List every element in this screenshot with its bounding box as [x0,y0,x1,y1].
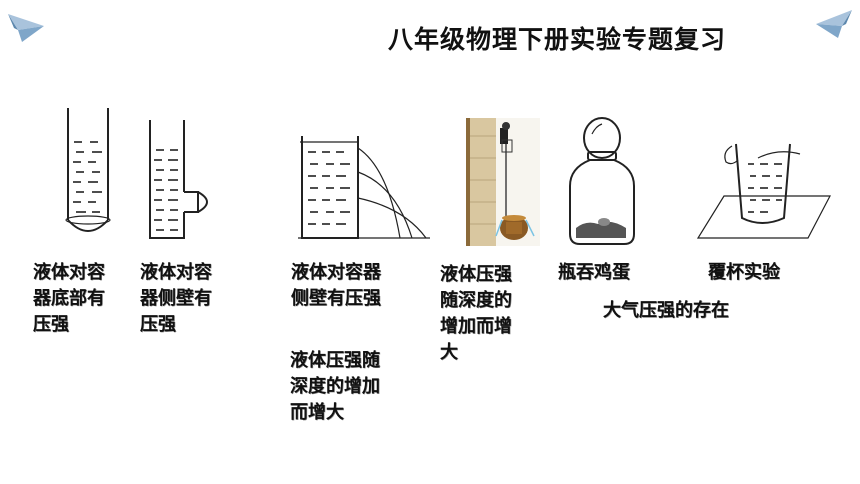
caption-atmospheric-pressure: 大气压强的存在 [603,300,729,321]
caption-egg-in-bottle: 瓶吞鸡蛋 [558,262,630,283]
side-membrane-tube-figure [149,120,208,239]
paper-plane-icon [816,10,852,38]
barrel-experiment-figure [466,118,540,246]
caption-depth-increase-2: 液体压强 随深度的 增加而增 大 [440,264,512,363]
bottom-membrane-tube-figure [65,108,111,232]
caption-depth-increase-1: 液体压强随 深度的增加 而增大 [290,350,380,423]
caption-cup-cover: 覆杯实验 [708,262,780,283]
cup-cover-figure [696,143,831,239]
caption-side-wall-pressure: 液体对容 器侧壁有 压强 [140,262,212,335]
caption-side-wall-pressure-2: 液体对容器 侧壁有压强 [291,262,381,309]
page-title: 八年级物理下册实验专题复习 [388,25,727,54]
egg-in-bottle-figure [569,117,635,245]
paper-plane-icon [8,14,44,42]
side-jets-container-figure [298,136,430,239]
caption-bottom-pressure: 液体对容 器底部有 压强 [33,262,105,335]
